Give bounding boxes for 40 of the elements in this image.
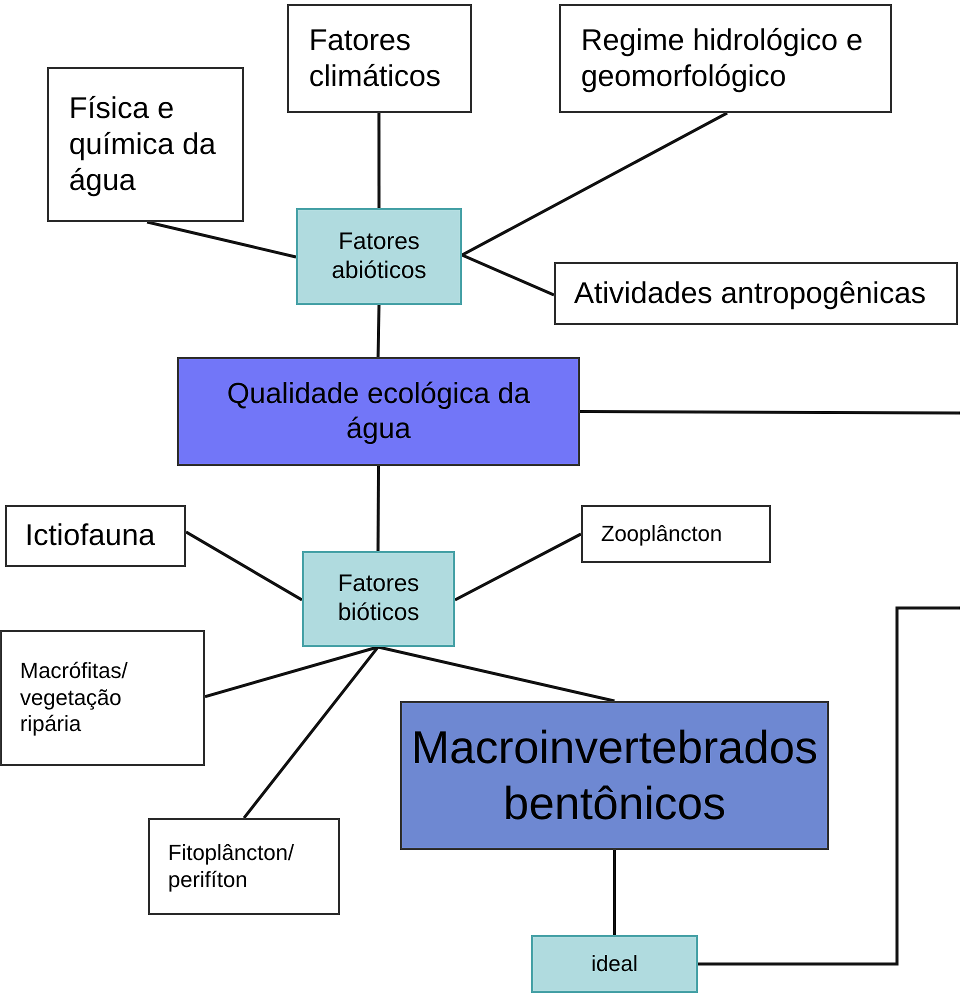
node-label: Ictiofauna [25, 518, 156, 554]
node-label: Fatores abióticos [330, 228, 428, 286]
connector-line [376, 466, 380, 552]
connector-line [242, 646, 380, 819]
category-box [302, 551, 455, 647]
node-label: ideal [590, 950, 639, 978]
factor-box [287, 4, 472, 113]
connector-line [378, 646, 615, 702]
connector-line [454, 532, 582, 602]
connector-line [204, 646, 378, 698]
node-label: Regime hidrológico e geomorfológico [581, 22, 864, 94]
factor-box [0, 630, 205, 766]
connector-line [146, 220, 296, 258]
connector-line [461, 254, 555, 296]
node-label: Macroinvertebrados bentônicos [410, 720, 819, 830]
connector-line [580, 410, 960, 414]
node-label: Fatores climáticos [309, 22, 442, 94]
factor-box [554, 262, 958, 325]
connector-line [613, 850, 616, 935]
node-label: Atividades antropogênicas [574, 276, 927, 312]
node-label: Fatores bióticos [336, 570, 420, 628]
factor-box [559, 4, 892, 113]
factor-box [47, 67, 244, 222]
node-label: Fitoplâncton/ perifíton [168, 840, 295, 893]
focus-box [400, 701, 829, 850]
connector-line [461, 112, 728, 256]
node-label: Macrófitas/ vegetação ripária [20, 658, 129, 738]
factor-box [148, 818, 340, 915]
connector-line [376, 304, 380, 358]
main-box [177, 357, 580, 466]
connector-line [377, 113, 380, 208]
connector-line [185, 530, 303, 602]
node-label: Qualidade ecológica da água [226, 376, 532, 446]
factor-box [5, 505, 186, 567]
node-label: Zooplâncton [601, 520, 724, 548]
connector-line [698, 606, 960, 966]
factor-box [581, 505, 771, 563]
node-label: Física e química da água [69, 90, 217, 198]
category-box [531, 935, 698, 993]
category-box [296, 208, 462, 305]
